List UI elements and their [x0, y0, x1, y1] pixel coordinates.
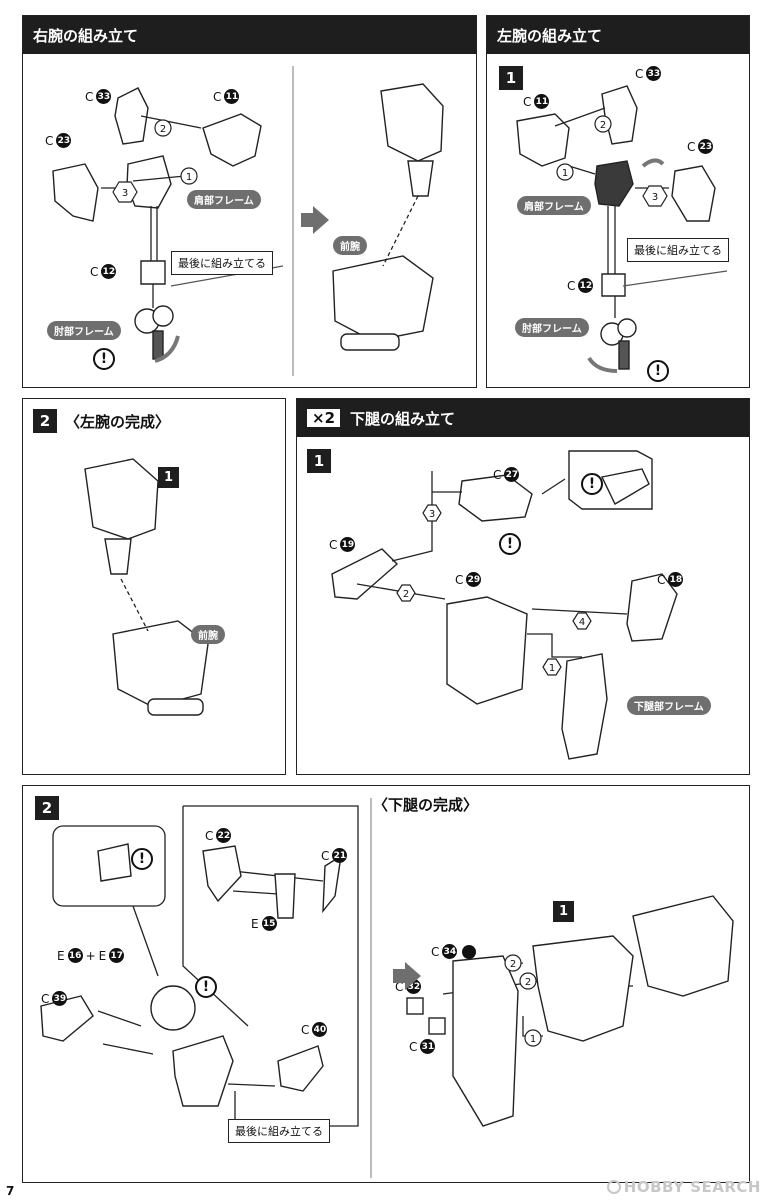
sub-header-lower-leg-complete: 〈下腿の完成〉 — [373, 794, 478, 815]
note-assemble-last: 最後に組み立てる — [627, 238, 729, 262]
panel-lower-leg: ×2 下腿の組み立て 1 1 2 — [296, 398, 750, 775]
step-num-2: 2 — [160, 124, 166, 135]
tag-forearm: 前腕 — [333, 236, 367, 255]
tag-lower-leg-frame: 下腿部フレーム — [627, 696, 711, 715]
step-num-2: 2 — [600, 120, 606, 131]
plus-sign: + — [85, 948, 96, 963]
section-title: 〈下腿の完成〉 — [373, 796, 479, 814]
exclamation-icon: ! — [499, 533, 521, 555]
left-arm-illustration: 1 2 3 — [516, 85, 728, 373]
tag-elbow-frame: 肘部フレーム — [515, 318, 589, 337]
rotate-icon — [462, 944, 477, 959]
exclamation-icon: ! — [195, 976, 217, 998]
panel-title: 下腿の組み立て — [350, 409, 456, 428]
page-number: 7 — [6, 1184, 15, 1198]
tag-shoulder-frame: 肩部フレーム — [517, 196, 591, 215]
panel-header-right-arm: 右腕の組み立て — [23, 16, 476, 54]
step-num-2: 2 — [510, 959, 516, 970]
left-arm-complete-illustration — [84, 458, 209, 716]
step-num-1: 1 — [562, 168, 568, 179]
right-arrow-icon — [301, 206, 329, 234]
watermark-logo-icon — [606, 1180, 621, 1194]
lower-leg-illustration: 1 2 3 4 — [331, 450, 678, 760]
step-num-2b: 2 — [525, 977, 531, 988]
tag-shoulder-frame: 肩部フレーム — [187, 190, 261, 209]
right-arm-illustration: 1 2 3 — [52, 66, 444, 376]
watermark: HOBBY SEARCH — [606, 1178, 761, 1196]
tag-forearm: 前腕 — [191, 625, 225, 644]
step-num-1: 1 — [186, 172, 192, 183]
step-box-2: 2 — [35, 796, 59, 820]
step-box-1: 1 — [499, 66, 523, 90]
right-arrow-icon — [393, 962, 421, 990]
tag-elbow-frame: 肘部フレーム — [47, 321, 121, 340]
step-num-3: 3 — [122, 188, 128, 199]
panel-left-arm-complete: 2 〈左腕の完成〉 1 前腕 — [22, 398, 286, 775]
panel-header-left-arm: 左腕の組み立て — [487, 16, 749, 54]
step-num-4: 4 — [579, 617, 585, 628]
step-box-1: 1 — [307, 449, 331, 473]
panel-lower-leg-complete: 2 〈下腿の完成〉 1 — [22, 785, 750, 1183]
exclamation-icon: ! — [581, 473, 603, 495]
multiplier-badge: ×2 — [307, 409, 341, 427]
panel-title: 左腕の組み立て — [497, 26, 603, 45]
step-num-3: 3 — [652, 192, 658, 203]
exclamation-icon: ! — [131, 848, 153, 870]
step-box-2: 2 — [33, 409, 57, 433]
step-num-1: 1 — [549, 663, 555, 674]
ref-step-box-1: 1 — [553, 901, 574, 922]
step-num-1: 1 — [530, 1034, 536, 1045]
ref-step-box-1: 1 — [158, 467, 179, 488]
panel-left-arm: 左腕の組み立て 1 1 2 — [486, 15, 750, 388]
exclamation-icon: ! — [93, 348, 115, 370]
sub-header-left-arm-complete: 2 〈左腕の完成〉 — [33, 409, 170, 433]
step-num-3: 3 — [429, 509, 435, 520]
step-num-2: 2 — [403, 589, 409, 600]
section-title: 〈左腕の完成〉 — [65, 412, 171, 431]
exclamation-icon: ! — [647, 360, 669, 382]
lower-leg-complete-illustration: 1 2 2 — [40, 798, 734, 1178]
note-assemble-last: 最後に組み立てる — [228, 1119, 330, 1143]
panel-header-lower-leg: ×2 下腿の組み立て — [297, 399, 749, 437]
panel-right-arm: 右腕の組み立て — [22, 15, 477, 388]
note-assemble-last: 最後に組み立てる — [171, 251, 273, 275]
panel-title: 右腕の組み立て — [33, 26, 139, 45]
